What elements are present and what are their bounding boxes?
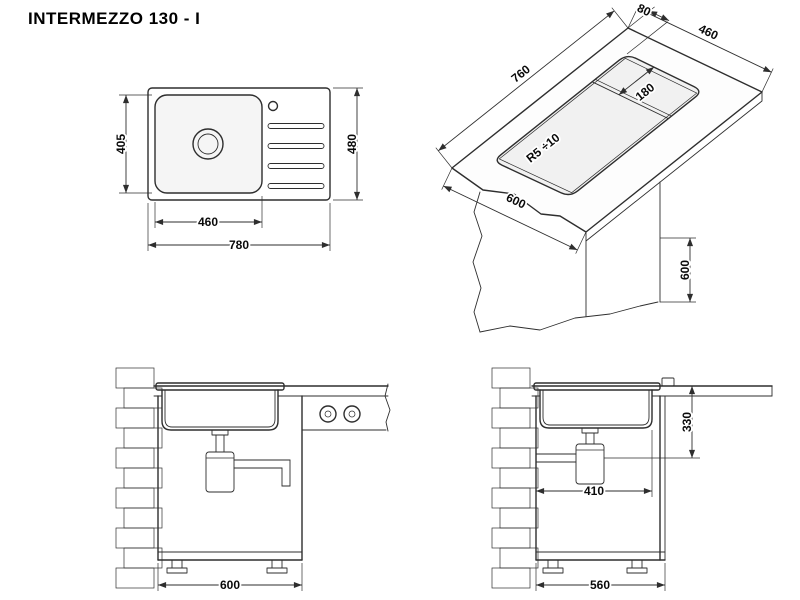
foot-base [266, 567, 288, 574]
drain-flange-side [581, 427, 599, 434]
dim-counter-right: 600 [660, 237, 696, 303]
dim-bowl-width: 460 [154, 196, 263, 231]
drain-inner-circle [197, 133, 219, 155]
dim-cabinet-width: 600 [157, 563, 303, 594]
countertop-side [531, 377, 773, 397]
dim-label-460: 460 [198, 215, 218, 229]
foot-base [626, 567, 648, 574]
dim-label-780: 780 [229, 238, 249, 252]
sink-outline [147, 87, 331, 201]
cabinet-under-slab [472, 181, 661, 333]
trap-bottle-front [205, 451, 235, 493]
foot-base [166, 567, 188, 574]
tap-hole [267, 100, 279, 112]
break-line-front [384, 383, 391, 432]
countertop-front [153, 383, 391, 432]
sink-rim-front [155, 382, 285, 391]
sink-rim-side [533, 382, 661, 391]
dim-label-600-front: 600 [220, 578, 240, 592]
dim-label-560: 560 [590, 578, 610, 592]
foot-base [542, 567, 564, 574]
dim-label-480: 480 [345, 134, 359, 154]
drain-outer-circle [192, 128, 224, 160]
outlet-circle-right [343, 405, 361, 423]
dim-bowl-height: 405 [112, 94, 152, 194]
cabinet-front [157, 395, 303, 574]
siphon-front [205, 429, 291, 493]
outlet-circle-left [319, 405, 337, 423]
dim-total-width: 780 [147, 203, 331, 254]
drawing-title: INTERMEZZO 130 - I [28, 9, 200, 28]
dim-drain-height: 330 [604, 386, 700, 459]
drainboard-grooves [267, 123, 325, 189]
outlet-panel [301, 405, 387, 431]
dim-wall-to-front: 410 [535, 430, 653, 500]
drain-flange-front [211, 429, 229, 436]
iso-view: 760 460 80 180 R5 ÷10 600 [435, 0, 774, 333]
dim-label-410: 410 [584, 484, 604, 498]
plan-view: 405 480 460 780 [112, 87, 363, 254]
dim-label-405: 405 [114, 134, 128, 154]
side-view: 330 410 560 [491, 367, 773, 594]
dim-label-330: 330 [680, 412, 694, 432]
dim-total-height: 480 [333, 87, 363, 201]
trap-bottle-side [575, 443, 605, 485]
front-view: 600 [115, 367, 391, 594]
brick-wall-side [491, 367, 539, 589]
dim-cabinet-depth: 560 [535, 563, 666, 594]
tap-fitting-side [661, 377, 675, 387]
dim-label-600-right: 600 [678, 260, 692, 280]
siphon-side [535, 427, 605, 485]
